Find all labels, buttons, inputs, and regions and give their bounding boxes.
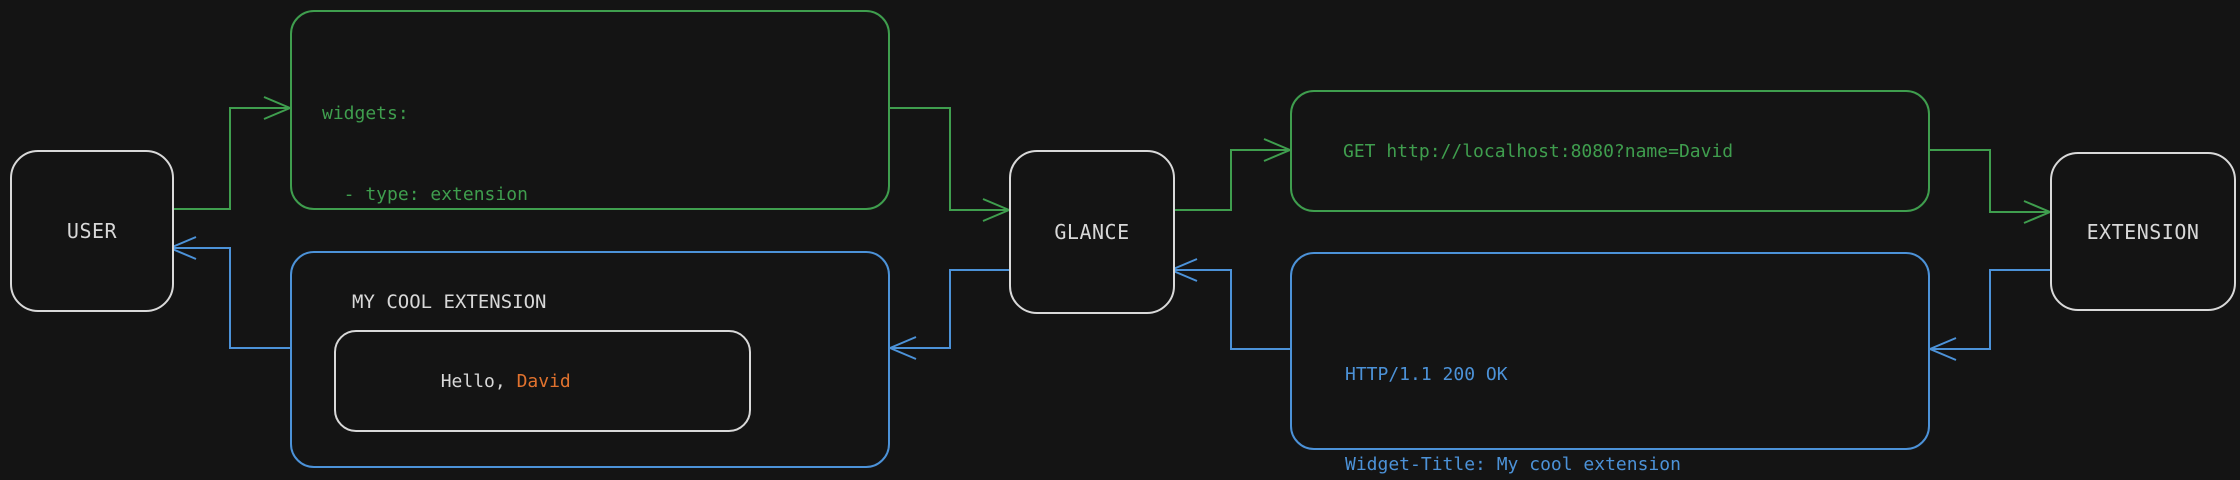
greeting-prefix: Hello, bbox=[440, 370, 517, 392]
node-extension-label: EXTENSION bbox=[2086, 219, 2200, 244]
widget-content-frame: Hello, David bbox=[334, 330, 751, 432]
arrowhead-into-render bbox=[887, 336, 917, 360]
connector-response-to-glance bbox=[1173, 269, 1290, 350]
greeting-name: David bbox=[516, 370, 571, 392]
arrowhead-into-glance-left bbox=[982, 198, 1012, 222]
code-line: - type: extension bbox=[322, 184, 528, 205]
connector-user-to-config bbox=[170, 107, 288, 210]
node-glance: GLANCE bbox=[1009, 150, 1175, 314]
code-line: GET http://localhost:8080?name=David bbox=[1343, 140, 1734, 162]
yaml-config-box: widgets: - type: extension url: http://l… bbox=[290, 10, 890, 448]
arrowhead-into-extension bbox=[2023, 200, 2053, 224]
node-user: USER bbox=[10, 150, 174, 312]
node-glance-label: GLANCE bbox=[1054, 220, 1130, 244]
arrowhead-into-config bbox=[263, 96, 293, 120]
http-request-code: GET http://localhost:8080?name=David bbox=[1343, 92, 1733, 210]
connector-glance-to-render bbox=[892, 269, 1009, 349]
node-extension: EXTENSION bbox=[2050, 152, 2236, 311]
code-line: Widget-Title: My cool extension bbox=[1345, 454, 1681, 475]
http-response-box: HTTP/1.1 200 OK Widget-Title: My cool ex… bbox=[1290, 252, 1930, 475]
arrowhead-into-request bbox=[1263, 138, 1293, 162]
code-line: HTTP/1.1 200 OK bbox=[1345, 364, 1508, 385]
connector-request-to-extension bbox=[1930, 149, 2048, 213]
widget-title: MY COOL EXTENSION bbox=[352, 291, 547, 313]
arrowhead-into-response bbox=[1927, 337, 1957, 361]
node-user-label: USER bbox=[66, 219, 118, 243]
http-response-code: HTTP/1.1 200 OK Widget-Title: My cool ex… bbox=[1345, 300, 1854, 480]
widget-greeting: Hello, David bbox=[354, 350, 571, 413]
rendered-widget-box: MY COOL EXTENSION Hello, David bbox=[290, 251, 890, 468]
connector-extension-to-response bbox=[1932, 269, 2050, 350]
connector-render-to-user bbox=[172, 247, 290, 349]
connector-config-to-glance bbox=[890, 107, 1007, 211]
http-request-box: GET http://localhost:8080?name=David bbox=[1290, 90, 1930, 212]
code-line: widgets: bbox=[322, 103, 409, 124]
connector-glance-to-request bbox=[1171, 149, 1288, 211]
